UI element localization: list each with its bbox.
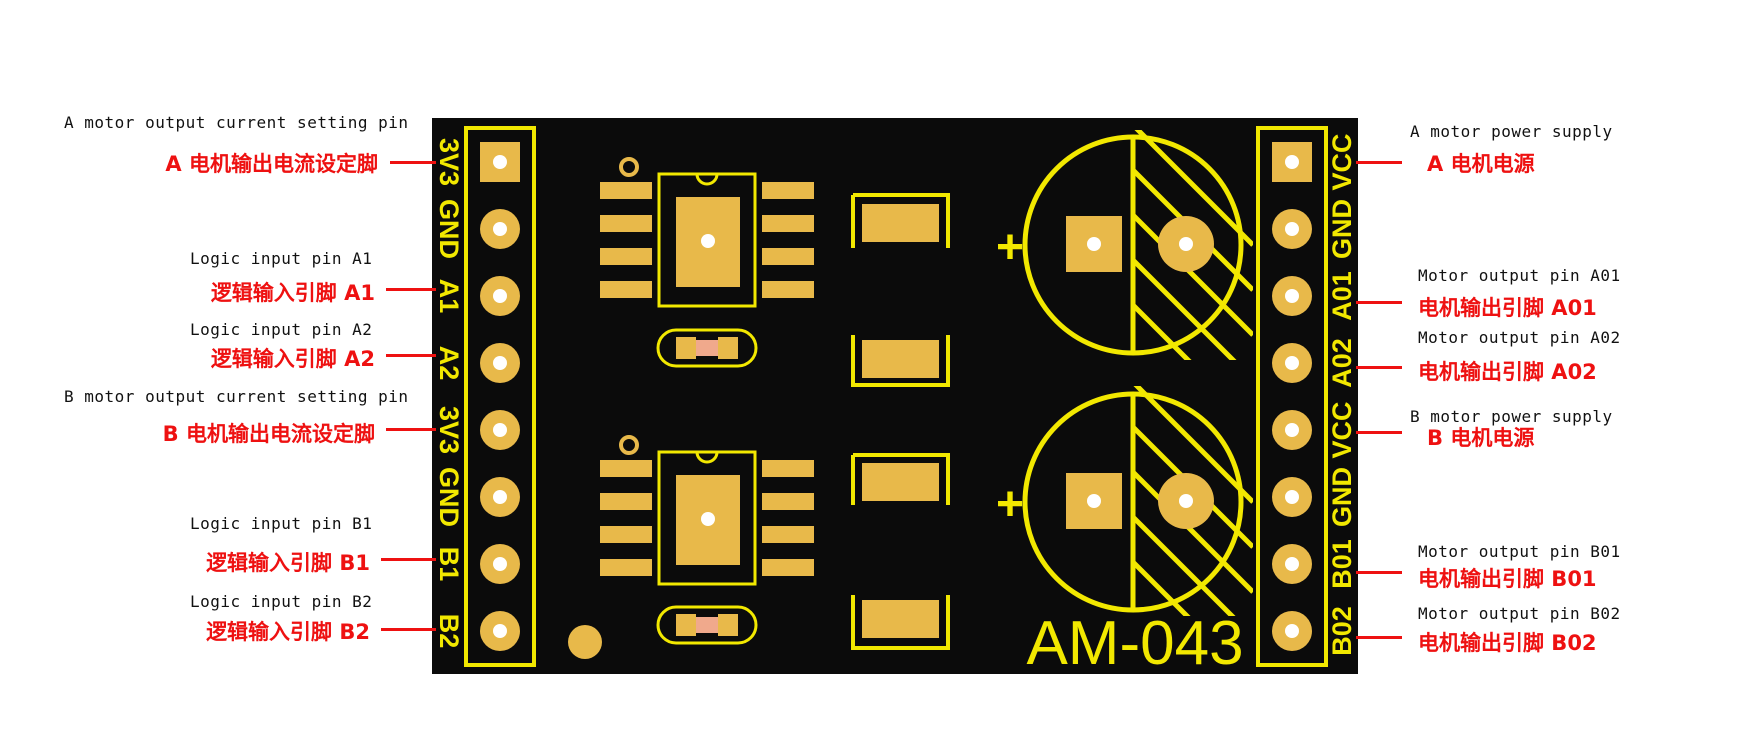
annotation-en: Motor output pin B01 [1418, 542, 1621, 561]
right-header-outline [1256, 126, 1328, 667]
annotation-en: Motor output pin A02 [1418, 328, 1621, 347]
left-pin-label: GND [434, 199, 464, 259]
mounting-pad [568, 625, 602, 659]
right-pin-label: VCC [1327, 133, 1357, 190]
annotation-cn: 电机输出引脚 B02 [1418, 631, 1597, 655]
left-pin-label: GND [434, 467, 464, 527]
driver-ic-lower [600, 435, 814, 586]
leader-line [381, 558, 436, 561]
smd-resistor-lower [656, 605, 758, 645]
right-pin-label: B02 [1327, 606, 1357, 656]
right-pin-label: B01 [1327, 539, 1357, 589]
leader-line [381, 628, 436, 631]
left-pin-label: 3V3 [434, 138, 464, 186]
annotation-en: Motor output pin A01 [1418, 266, 1621, 285]
right-pin-label: GND [1327, 199, 1357, 259]
left-header-outline [464, 126, 536, 667]
leader-line [1356, 301, 1402, 304]
annotation-cn: 逻辑输入引脚 A2 [210, 347, 375, 371]
leader-line [1356, 161, 1402, 164]
left-pin-label: B2 [434, 614, 464, 649]
leader-line [386, 288, 436, 291]
annotation-en: Logic input pin B1 [190, 514, 373, 533]
right-pin-label: VCC [1327, 401, 1357, 458]
right-pin-label: GND [1327, 467, 1357, 527]
plus-icon: + [996, 478, 1024, 531]
annotation-cn: A 电机输出电流设定脚 [165, 152, 378, 176]
leader-line [1356, 571, 1402, 574]
annotation-cn: 电机输出引脚 B01 [1418, 567, 1597, 591]
leader-line [1356, 366, 1402, 369]
electrolytic-capacitor-lower: + [996, 386, 1253, 616]
smd-resistor-upper [656, 328, 758, 368]
leader-line [386, 428, 436, 431]
annotation-en: Motor output pin B02 [1418, 604, 1621, 623]
leader-line [1356, 431, 1402, 434]
annotation-cn: 电机输出引脚 A02 [1418, 360, 1597, 384]
left-pin-label: A2 [434, 346, 464, 381]
annotation-cn: A 电机电源 [1427, 152, 1535, 176]
annotation-en: Logic input pin A2 [190, 320, 373, 339]
annotation-cn: 逻辑输入引脚 B2 [206, 620, 370, 644]
annotation-cn: B 电机电源 [1427, 426, 1535, 450]
left-pin-label: 3V3 [434, 406, 464, 454]
left-pin-label: B1 [434, 547, 464, 582]
plus-icon: + [996, 221, 1024, 274]
leader-line [390, 161, 436, 164]
annotation-en: Logic input pin A1 [190, 249, 373, 268]
annotation-en: B motor power supply [1410, 407, 1613, 426]
board-model-label: AM-043 [1026, 609, 1243, 678]
annotation-en: A motor power supply [1410, 122, 1613, 141]
annotation-cn: 逻辑输入引脚 A1 [210, 281, 375, 305]
pcb-board [432, 118, 1358, 674]
smd-capacitor [851, 453, 950, 650]
left-pin-pads [480, 142, 520, 651]
annotation-cn: 逻辑输入引脚 B1 [206, 551, 370, 575]
annotation-cn: B 电机输出电流设定脚 [162, 422, 375, 446]
annotation-en: A motor output current setting pin [64, 113, 409, 132]
annotation-cn: 电机输出引脚 A01 [1418, 296, 1597, 320]
left-pin-label: A1 [434, 279, 464, 314]
right-pin-pads [1272, 142, 1312, 651]
annotation-en: Logic input pin B2 [190, 592, 373, 611]
right-pin-label: A02 [1327, 338, 1357, 388]
smd-capacitor [851, 193, 950, 387]
electrolytic-capacitor-upper: + [996, 130, 1253, 360]
leader-line [386, 354, 436, 357]
driver-ic-upper [600, 157, 814, 308]
annotation-en: B motor output current setting pin [64, 387, 409, 406]
right-pin-label: A01 [1327, 271, 1357, 321]
leader-line [1356, 636, 1402, 639]
